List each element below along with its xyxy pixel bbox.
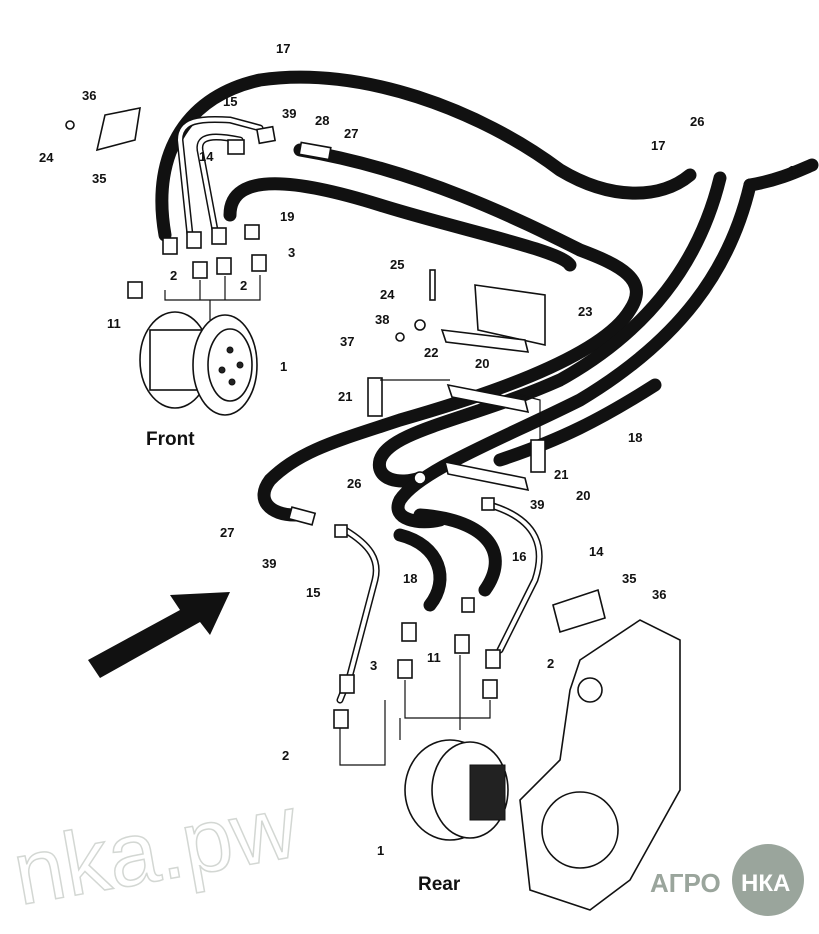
hose-17-upper — [155, 70, 697, 242]
callout-label: 23 — [578, 304, 592, 319]
callout-label: 39 — [530, 497, 544, 512]
hose-18-upper — [493, 378, 662, 467]
watermark: nka.pw — [6, 777, 305, 925]
callout-label: 11 — [107, 316, 121, 331]
hose-27 — [257, 143, 643, 522]
callout-label: 17 — [276, 41, 290, 56]
hose-16-long — [391, 178, 757, 529]
callout-label: 26 — [347, 476, 361, 491]
callout-label: 3 — [370, 658, 377, 673]
callout-label: 1 — [280, 359, 287, 374]
callout-label: 20 — [576, 488, 590, 503]
callout-label: 39 — [282, 106, 296, 121]
callout-label: 2 — [240, 278, 247, 293]
callout-label: 18 — [628, 430, 642, 445]
callout-label: 11 — [427, 650, 441, 665]
hose-18-lower — [393, 528, 447, 612]
fittings — [127, 125, 501, 729]
hose-16-lower — [413, 508, 502, 597]
callout-label: 14 — [199, 149, 214, 164]
callout-label: 35 — [92, 171, 106, 186]
callout-label: 1 — [377, 843, 384, 858]
callout-label: 27 — [220, 525, 234, 540]
callout-label: 25 — [390, 257, 404, 272]
agronka-logo: АГРО НКА — [650, 844, 804, 916]
caption-rear: Rear — [418, 874, 461, 895]
callout-label: 21 — [554, 467, 568, 482]
callout-label: 2 — [547, 656, 554, 671]
callout-label: 16 — [788, 163, 802, 178]
callout-label: 20 — [475, 356, 489, 371]
rear-wheel-motor — [404, 619, 681, 911]
callout-label: 36 — [652, 587, 666, 602]
callout-label: 21 — [338, 389, 352, 404]
callout-label: 27 — [344, 126, 358, 141]
callout-label: 17 — [651, 138, 665, 153]
callout-label: 28 — [315, 113, 329, 128]
callout-label: 2 — [170, 268, 177, 283]
hoses — [155, 70, 819, 612]
direction-arrow — [88, 592, 230, 678]
callout-label: 39 — [262, 556, 276, 571]
callout-label: 35 — [622, 571, 636, 586]
callout-label: 38 — [375, 312, 389, 327]
callout-label: 24 — [380, 287, 395, 302]
callout-label: 24 — [39, 150, 54, 165]
callout-label: 16 — [512, 549, 526, 564]
callout-label: 22 — [424, 345, 438, 360]
callout-label: 36 — [82, 88, 96, 103]
hose-19 — [223, 177, 577, 272]
brackets — [65, 106, 606, 634]
callout-label: 2 — [282, 748, 289, 763]
callout-label: 3 — [288, 245, 295, 260]
logo-text-right: НКА — [741, 870, 790, 897]
steel-tubes — [176, 115, 543, 704]
front-wheel-motor — [139, 311, 258, 416]
callout-label: 15 — [223, 94, 237, 109]
callout-label: 19 — [280, 209, 294, 224]
hose-16-end — [743, 158, 819, 192]
callout-label: 15 — [306, 585, 320, 600]
callout-label: 26 — [690, 114, 704, 129]
callout-label: 37 — [340, 334, 354, 349]
leader-lines — [164, 275, 541, 766]
logo-text-left: АГРО — [650, 868, 721, 898]
caption-front: Front — [146, 429, 195, 450]
callout-label: 18 — [403, 571, 417, 586]
callout-label: 14 — [589, 544, 604, 559]
